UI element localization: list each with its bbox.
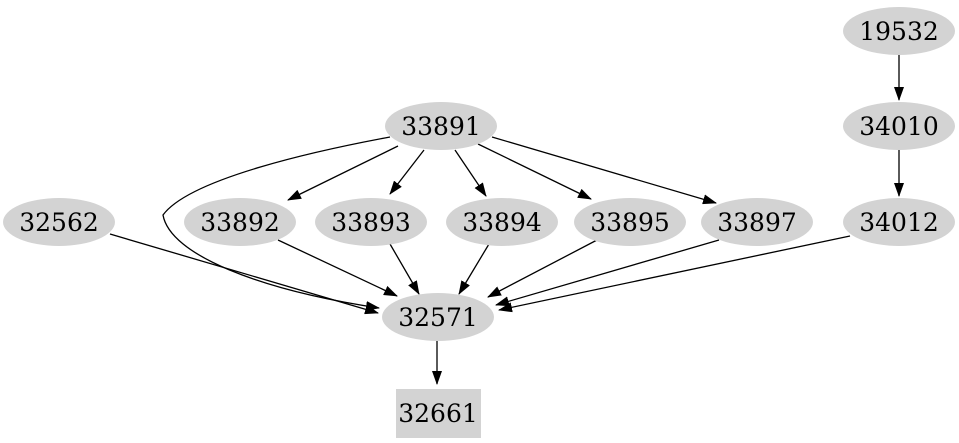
edge-32562-32571 xyxy=(109,233,379,315)
graph-node-33894: 33894 xyxy=(446,198,558,246)
node-ellipse xyxy=(382,293,494,341)
node-label: 34010 xyxy=(859,112,939,141)
node-label: 32661 xyxy=(398,399,478,428)
graph-node-33891: 33891 xyxy=(385,102,497,150)
node-layer: 19532 34010 34012 33891 32562 33892 3389… xyxy=(3,7,955,438)
graph-node-33897: 33897 xyxy=(701,198,813,246)
edge-34012-32571 xyxy=(498,235,851,313)
graph-node-33892: 33892 xyxy=(184,198,296,246)
edge-33894-32571 xyxy=(458,243,490,295)
edge-33891-33893 xyxy=(389,149,425,195)
node-ellipse xyxy=(446,198,558,246)
node-label: 33895 xyxy=(590,208,670,237)
edge-33897-32571 xyxy=(495,239,720,307)
graph-node-32562: 32562 xyxy=(3,198,115,246)
edge-33891-33895 xyxy=(477,143,592,200)
graph-node-34010: 34010 xyxy=(843,102,955,150)
node-label: 33892 xyxy=(200,208,280,237)
node-label: 19532 xyxy=(859,17,939,46)
edge-33895-32571 xyxy=(487,239,598,298)
edge-33893-32571 xyxy=(389,243,420,295)
graph-node-34012: 34012 xyxy=(843,198,955,246)
graph-node-32571: 32571 xyxy=(382,293,494,341)
node-ellipse xyxy=(843,102,955,150)
node-box xyxy=(396,389,481,438)
node-ellipse xyxy=(184,198,296,246)
node-ellipse xyxy=(315,198,427,246)
edge-33891-32571 xyxy=(162,136,391,311)
edge-33892-32571 xyxy=(277,239,398,297)
node-label: 33893 xyxy=(331,208,411,237)
node-label: 32562 xyxy=(19,208,99,237)
node-ellipse xyxy=(385,102,497,150)
node-ellipse xyxy=(3,198,115,246)
node-label: 33897 xyxy=(717,208,797,237)
node-ellipse xyxy=(701,198,813,246)
graph-node-33895: 33895 xyxy=(574,198,686,246)
graph-node-32661: 32661 xyxy=(396,389,481,438)
node-label: 32571 xyxy=(398,303,478,332)
edge-33891-33894 xyxy=(454,149,487,197)
edge-33891-33897 xyxy=(491,136,717,205)
node-ellipse xyxy=(574,198,686,246)
node-label: 33891 xyxy=(401,112,481,141)
graph-node-33893: 33893 xyxy=(315,198,427,246)
node-label: 33894 xyxy=(462,208,542,237)
node-label: 34012 xyxy=(859,208,939,237)
edge-33891-33892 xyxy=(287,145,399,201)
graph-node-19532: 19532 xyxy=(843,7,955,55)
node-ellipse xyxy=(843,7,955,55)
node-ellipse xyxy=(843,198,955,246)
edge-layer xyxy=(109,55,904,385)
